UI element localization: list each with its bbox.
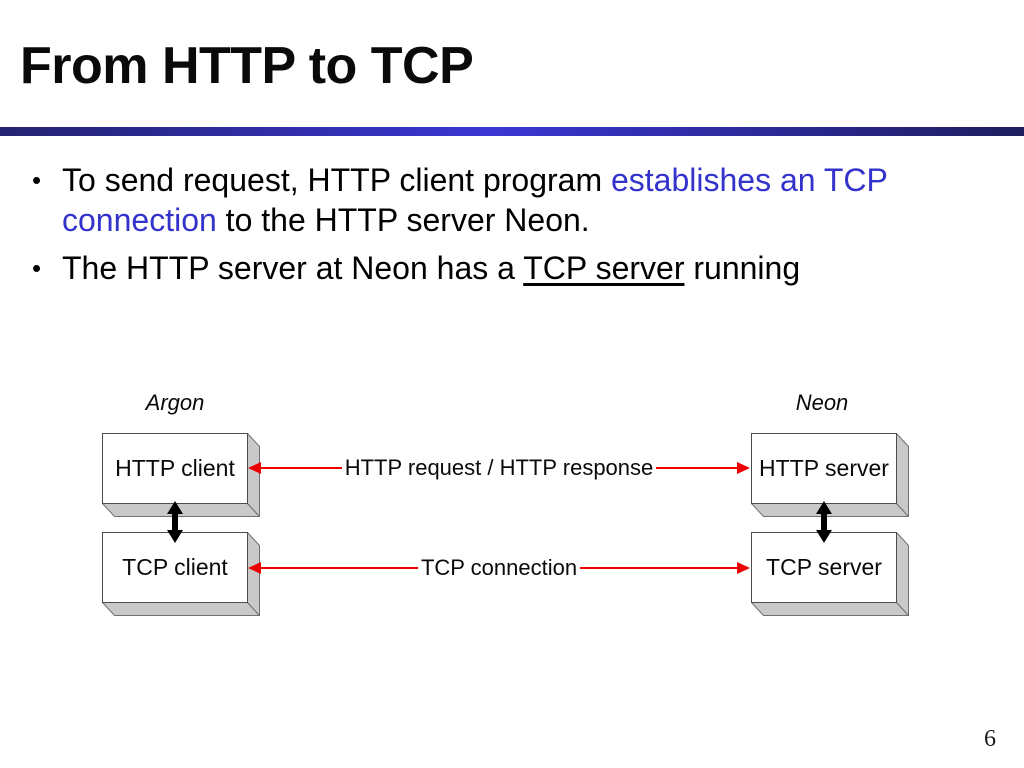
bullet-text: The HTTP server at Neon has a TCP server… [62, 248, 970, 288]
box-tcp-client: TCP client [102, 532, 260, 616]
arrowhead-left-icon [248, 462, 261, 474]
double-arrow-vertical-icon [815, 501, 833, 543]
bullet-list: • To send request, HTTP client program e… [30, 160, 970, 288]
text-segment: running [684, 250, 801, 286]
box-http-server: HTTP server [751, 433, 909, 517]
box-http-client: HTTP client [102, 433, 260, 517]
connection-line [261, 567, 418, 569]
connection-line [580, 567, 738, 569]
arrowhead-right-icon [737, 462, 750, 474]
arrowhead-left-icon [248, 562, 261, 574]
bullet-marker-icon: • [32, 165, 42, 195]
box-label: HTTP server [759, 455, 889, 481]
page-title: From HTTP to TCP [20, 37, 474, 95]
host-label-argon: Argon [145, 390, 205, 415]
bullet-item: • To send request, HTTP client program e… [30, 160, 970, 240]
box-3d-shape [751, 532, 909, 616]
bullet-item: • The HTTP server at Neon has a TCP serv… [30, 248, 970, 288]
text-segment: connection [62, 202, 217, 238]
text-segment: to the HTTP server Neon. [216, 202, 590, 238]
double-arrow-vertical-icon [166, 501, 184, 543]
connection-http: HTTP request / HTTP response [248, 454, 750, 482]
box-label: HTTP client [115, 455, 235, 481]
text-segment: The HTTP server at Neon has a [62, 250, 524, 286]
box-tcp-server: TCP server [751, 532, 909, 616]
box-3d-shape [102, 532, 260, 616]
box-3d-shape [102, 433, 260, 517]
arrowhead-right-icon [737, 562, 751, 574]
box-3d-shape [751, 433, 909, 517]
text-segment: To send request, HTTP client program [62, 162, 611, 198]
accent-bar [0, 127, 1024, 136]
text-segment: TCP server [523, 250, 685, 286]
page-number: 6 [984, 726, 996, 752]
connection-label: HTTP request / HTTP response [344, 455, 654, 480]
text-segment: establishes an TCP [610, 162, 888, 198]
box-label: TCP server [766, 554, 882, 580]
box-label: TCP client [122, 554, 228, 580]
connection-label: TCP connection [420, 555, 578, 580]
bullet-text: To send request, HTTP client program est… [62, 160, 970, 240]
bullet-marker-icon: • [32, 253, 42, 283]
connection-line [656, 467, 737, 469]
connection-tcp: TCP connection [248, 554, 751, 582]
connection-line [261, 467, 342, 469]
host-label-neon: Neon [795, 390, 849, 415]
